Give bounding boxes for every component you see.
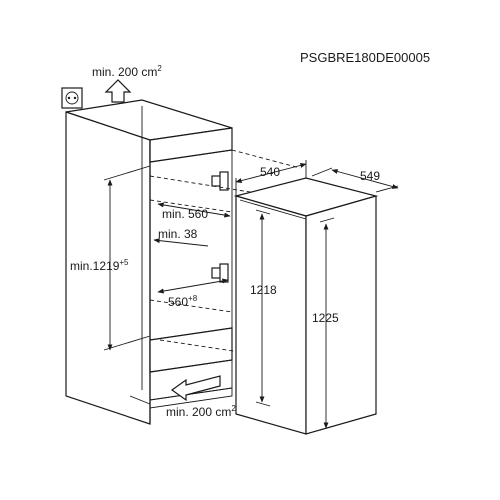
niche-height-dimension — [103, 165, 151, 351]
door-gap-arrow — [153, 238, 209, 247]
ventilation-top-label: min. 200 cm2 — [92, 64, 162, 79]
appliance-body-height-dimension — [255, 209, 271, 407]
lower-hinge-icon — [211, 263, 229, 283]
appliance-depth-dimension — [311, 167, 399, 193]
appliance-total-height-label: 1225 — [312, 311, 339, 325]
bottom-ventilation-arrow-icon — [170, 375, 221, 402]
appliance-total-height-dimension — [319, 217, 335, 431]
appliance-depth-label: 549 — [360, 169, 380, 183]
niche-height-label: min.1219+5 — [70, 258, 129, 273]
appliance-body-height-label: 1218 — [250, 283, 277, 297]
power-socket-icon — [61, 87, 83, 109]
appliance-width-dimension — [235, 160, 307, 196]
upper-hinge-icon — [211, 171, 229, 191]
niche-width-arrow — [157, 278, 229, 294]
niche-depth-arrow — [157, 202, 231, 218]
product-code: PSGBRE180DE00005 — [300, 50, 430, 65]
ventilation-bottom-label: min. 200 cm2 — [166, 404, 236, 419]
appliance-width-label: 540 — [260, 165, 280, 179]
appliance-fridge — [233, 177, 379, 435]
niche-width-label: 560+8 — [168, 294, 198, 309]
niche-depth-label: min. 560 — [162, 207, 208, 221]
door-gap-label: min. 38 — [158, 227, 198, 241]
top-ventilation-arrow-icon — [104, 79, 132, 103]
